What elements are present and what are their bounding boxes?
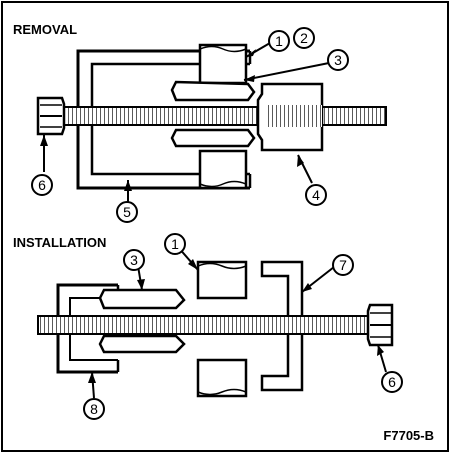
support-bracket xyxy=(260,260,304,392)
bushing-upper xyxy=(170,80,256,102)
callout-install-8: 8 xyxy=(90,401,98,417)
removal-assembly xyxy=(36,43,387,190)
callout-removal-1: 1 xyxy=(275,33,283,49)
callout-install-6: 6 xyxy=(388,374,396,390)
figure-code: F7705-B xyxy=(383,428,434,443)
callout-install-1: 1 xyxy=(171,236,179,252)
installation-arrowheads xyxy=(88,259,384,383)
callout-removal-4: 4 xyxy=(312,187,320,203)
installation-callout-circles xyxy=(83,233,403,420)
housing-block-upper xyxy=(198,43,248,85)
threaded-rod-removal xyxy=(63,106,387,126)
installation-assembly xyxy=(37,260,394,398)
removal-arrowheads xyxy=(40,49,304,191)
callout-install-3: 3 xyxy=(130,252,138,268)
callout-removal-5: 5 xyxy=(123,204,131,220)
callout-removal-3: 3 xyxy=(334,52,342,68)
removal-heading: REMOVAL xyxy=(13,22,77,37)
callout-removal-6: 6 xyxy=(38,177,46,193)
installation-heading: INSTALLATION xyxy=(13,235,106,250)
bushing-installation-upper xyxy=(98,288,186,310)
callout-removal-2: 2 xyxy=(300,30,308,46)
removal-callout-circles xyxy=(31,27,349,223)
threaded-rod-installation xyxy=(37,315,371,335)
callout-install-7: 7 xyxy=(339,257,347,273)
